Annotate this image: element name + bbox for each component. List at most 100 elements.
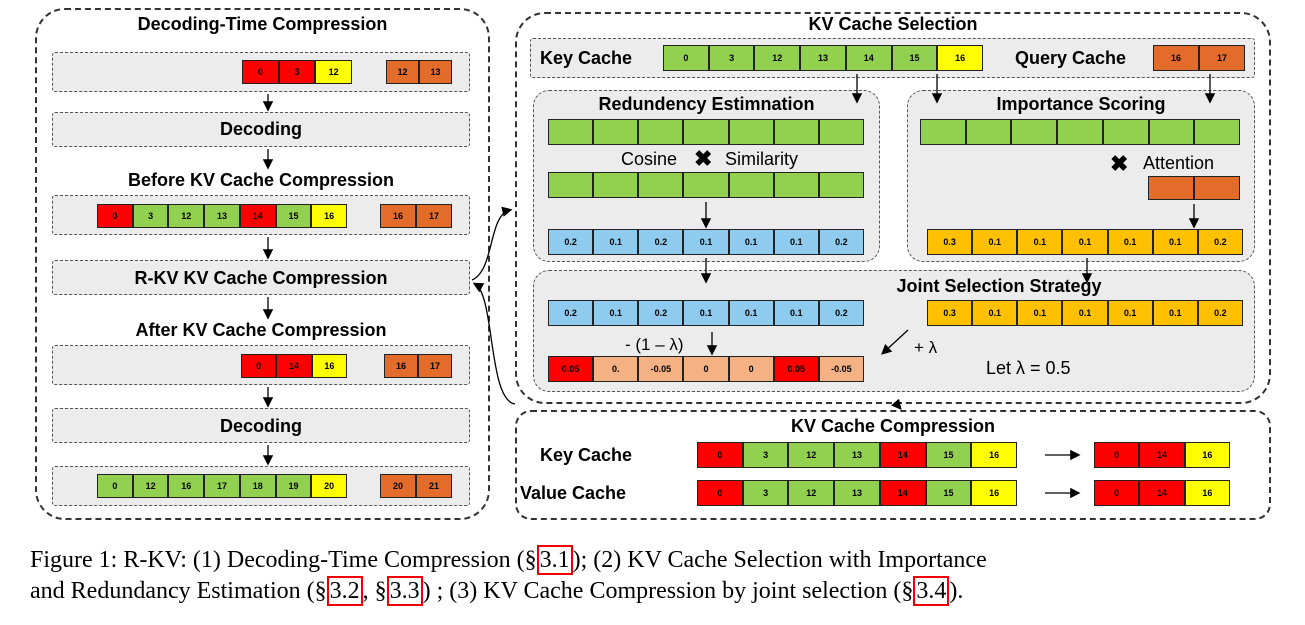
compress-key-cell-0: 0 (697, 442, 743, 468)
caption-text: ); (2) KV Cache Selection with Importanc… (572, 547, 987, 573)
joint-red-cell-1: 0.1 (593, 300, 639, 326)
decoding-box-1 (52, 112, 470, 147)
query-cell-1: 13 (419, 60, 452, 84)
ref-link-3-3[interactable]: 3.3 (386, 576, 423, 606)
redundancy-key-cell-1 (593, 119, 639, 145)
token-cell-6: 20 (311, 474, 348, 498)
token-cell-5: 15 (275, 204, 312, 228)
ref-link-3-2[interactable]: 3.2 (326, 576, 363, 606)
ref-link-3-1[interactable]: 3.1 (536, 545, 573, 575)
token-cell-1: 3 (132, 204, 169, 228)
ref-link-3-4[interactable]: 3.4 (913, 576, 950, 606)
rkv-compression-box (52, 260, 470, 295)
caption-text: ) ; (3) KV Cache Compression by joint se… (422, 578, 914, 604)
compress-key-cell-2: 12 (788, 442, 835, 468)
token-cell-0: 0 (242, 60, 279, 84)
arrow-from-selection (472, 282, 516, 405)
similarity-label: Similarity (725, 149, 799, 169)
redundancy-key-bar-2 (548, 172, 864, 198)
key-cell-5: 15 (891, 45, 938, 71)
token-cell-4: 14 (239, 204, 276, 228)
key-cell-2: 12 (754, 45, 801, 71)
compress-value-cell-6: 16 (971, 480, 1018, 506)
key-cell-0: 0 (663, 45, 709, 71)
token-cell-2: 12 (168, 204, 205, 228)
decoding-time-title: Decoding-Time Compression (137, 14, 388, 34)
query-cell-0: 16 (384, 354, 418, 378)
importance-value-cell-6: 0.2 (1197, 229, 1243, 255)
compress-value-cell-4: 14 (879, 480, 926, 506)
redundancy-key2-cell-1 (593, 172, 639, 198)
redundancy-value-cell-2: 0.2 (638, 229, 684, 255)
joint-imp-cell-3: 0.1 (1062, 300, 1108, 326)
arrow-plus (881, 329, 909, 355)
multiply-icon: ✖ (694, 146, 713, 171)
let-lambda-label: Let λ = 0.5 (986, 358, 1071, 378)
token-cell-1: 3 (278, 60, 316, 84)
decoding-time-panel (35, 8, 490, 520)
token-cell-3: 13 (204, 204, 240, 228)
compress-key-cell-5: 15 (925, 442, 972, 468)
importance-key-cell-3 (1057, 119, 1103, 145)
key-cell-1: 3 (708, 45, 755, 71)
token-cell-5: 19 (275, 474, 312, 498)
redundancy-key-cell-4 (728, 119, 774, 145)
joint-red-cell-2: 0.2 (638, 300, 684, 326)
caption-text: and Redundancy Estimation (§ (30, 578, 327, 604)
kv-compression-title: KV Cache Compression (790, 416, 996, 436)
importance-key-cell-1 (965, 119, 1012, 145)
compress-key-cell-3: 13 (834, 442, 880, 468)
importance-value-cell-4: 0.1 (1107, 229, 1153, 255)
importance-value-cell-1: 0.1 (972, 229, 1018, 255)
cosine-label: Cosine (621, 149, 678, 169)
compress-key-cell-6: 16 (971, 442, 1018, 468)
token-cell-1: 14 (276, 354, 312, 378)
redundancy-value-cell-0: 0.2 (548, 229, 594, 255)
query-cell-1: 17 (418, 354, 452, 378)
query-cell-0: 12 (386, 60, 419, 84)
query-cell-1: 21 (416, 474, 452, 498)
attention-label: Attention (1143, 153, 1215, 173)
redundancy-value-cell-5: 0.1 (773, 229, 819, 255)
importance-value-cell-5: 0.1 (1152, 229, 1198, 255)
token-cell-0: 0 (97, 474, 133, 498)
importance-query-cell-0 (1148, 176, 1194, 200)
redundancy-key-bar (548, 119, 864, 145)
compression-key-label: Key Cache (540, 445, 633, 465)
redundancy-key2-cell-2 (638, 172, 684, 198)
redundancy-key-cell-6 (818, 119, 864, 145)
joint-selection-title: Joint Selection Strategy (896, 276, 1102, 296)
kept-value-cell-0: 0 (1094, 480, 1140, 506)
compress-value-cell-0: 0 (697, 480, 743, 506)
token-cell-3: 17 (204, 474, 240, 498)
compress-value-cell-5: 15 (925, 480, 972, 506)
minus-lambda-label: - (1 – λ) (625, 335, 684, 354)
redundancy-key-cell-3 (683, 119, 729, 145)
query-cell-0: 16 (380, 204, 416, 228)
redundancy-value-cell-1: 0.1 (593, 229, 639, 255)
redundancy-key2-cell-4 (728, 172, 774, 198)
kept-key-cell-2: 16 (1184, 442, 1230, 468)
caption-line-1: Figure 1: R-KV: (1) Decoding-Time Compre… (30, 545, 987, 576)
arrow-selection-compression (891, 398, 902, 410)
token-cell-2: 12 (315, 60, 353, 84)
query-cache-label: Query Cache (1015, 48, 1127, 68)
importance-value-cell-0: 0.3 (927, 229, 973, 255)
redundancy-title: Redundency Estimnation (598, 94, 815, 114)
kv-selection-title: KV Cache Selection (808, 14, 978, 34)
caption-line-2: and Redundancy Estimation (§3.2, §3.3) ;… (30, 576, 987, 607)
decoding-label-1: Decoding (219, 119, 302, 139)
